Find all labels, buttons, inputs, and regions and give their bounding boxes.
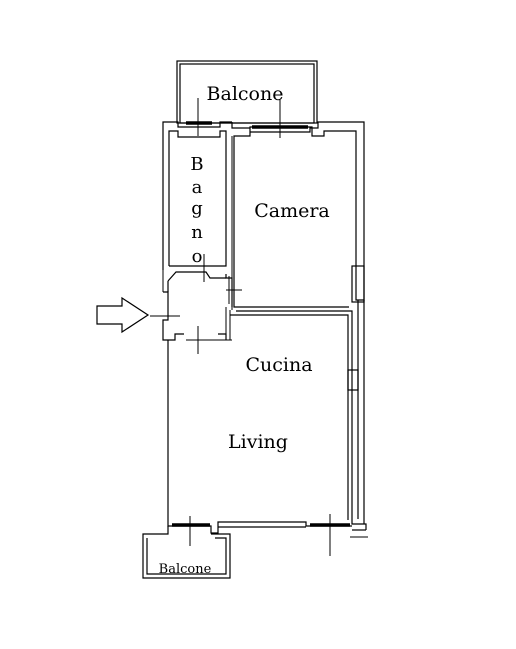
camera-label: Camera [254,200,330,222]
balcone-bottom-label: Balcone [159,562,212,577]
balcone-top-label: Balcone [207,83,284,105]
entrance-arrow-icon [96,296,150,334]
balcone-top-area [176,60,318,124]
bagno-letter: n [191,222,203,243]
bagno-walls [162,121,232,292]
balcone-bottom-area [142,526,231,579]
bagno-letter: o [192,246,203,267]
door-marks [150,98,368,556]
living-label: Living [228,431,288,453]
bagno-letter: a [192,177,203,198]
cucina-label: Cucina [245,354,312,376]
corridor-walls [162,271,233,341]
bagno-label: B a g n o [190,154,203,267]
bagno-letter: B [190,154,203,175]
bagno-letter: g [191,198,203,219]
